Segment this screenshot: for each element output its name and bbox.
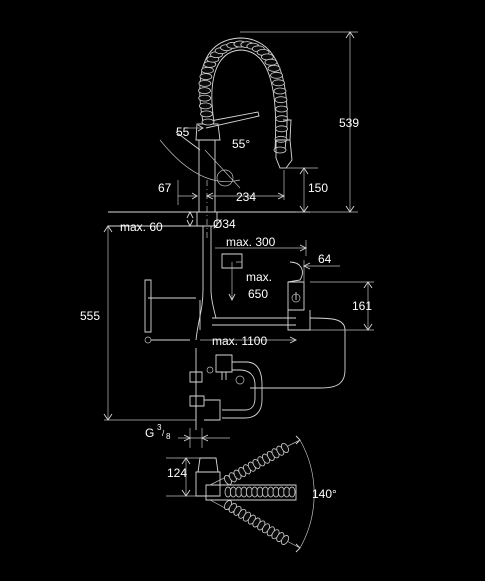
spring-coil-ring <box>275 105 289 113</box>
max-1100-label: max. 1100 <box>212 334 267 348</box>
dimension-64-label: 64 <box>318 252 332 266</box>
dimension-161 <box>310 281 374 331</box>
dimension-67-label: 67 <box>158 181 172 195</box>
deck-line <box>108 180 310 240</box>
thread-denominator: 8 <box>166 432 171 441</box>
spring-coil-ring <box>200 110 213 118</box>
spring-coil-ring <box>264 58 278 66</box>
angle-55-right-label: 55° <box>232 137 250 151</box>
thread-fraction-slash: / <box>162 429 165 438</box>
spring-coil <box>198 40 289 154</box>
dimension-539 <box>240 31 358 213</box>
spring-coil-ring <box>198 87 211 94</box>
valves <box>189 348 263 430</box>
dimension-539-label: 539 <box>339 116 359 130</box>
dimension-64 <box>302 260 340 284</box>
dimension-234 <box>205 170 286 200</box>
dimension-150-label: 150 <box>308 181 328 195</box>
dimension-555 <box>103 225 196 421</box>
spring-coil-ring <box>201 118 215 126</box>
thread-dimension <box>178 428 230 448</box>
thread-numerator: 3 <box>157 423 162 432</box>
deck-max-60-label: max. 60 <box>120 220 163 234</box>
top-view-coil-ring <box>280 535 290 545</box>
max-650-label-line1: max. <box>246 270 272 284</box>
top-view-coils <box>223 442 296 545</box>
max-650-label-line2: 650 <box>248 287 268 301</box>
spring-coil-ring <box>272 79 285 87</box>
spring-coil-ring <box>267 65 281 72</box>
spring-coil-ring <box>273 87 287 95</box>
angle-arrows <box>188 124 204 132</box>
hose-weight <box>250 261 346 389</box>
supply-hoses <box>195 226 296 341</box>
spring-coil-ring <box>275 115 289 123</box>
spring-coil-ring <box>275 125 289 133</box>
spring-coil-ring <box>274 135 288 143</box>
spring-coil-ring <box>270 71 283 79</box>
spring-coil-ring <box>198 102 212 110</box>
spring-coil-ring <box>198 94 212 102</box>
dimension-150 <box>280 167 318 213</box>
pullout-zone <box>215 240 308 302</box>
rotation-angle-label: 140° <box>312 487 337 501</box>
angle-55-left-label: 55 <box>176 125 190 139</box>
spring-coil-ring <box>201 66 214 74</box>
max-300-label: max. 300 <box>226 235 276 249</box>
swivel-arc <box>159 139 241 189</box>
dimension-1100 <box>200 336 298 344</box>
spring-coil-ring <box>274 96 288 104</box>
dimension-234-label: 234 <box>236 190 256 204</box>
dimension-60-arrows <box>186 210 194 228</box>
top-view-coil-ring <box>288 486 296 498</box>
top-view-coil-ring <box>281 442 289 454</box>
dimension-67 <box>177 180 198 205</box>
spring-coil-ring <box>198 80 212 87</box>
hole-diameter-label: Ø34 <box>213 217 236 231</box>
spring-coil-ring <box>273 146 287 154</box>
dimension-161-label: 161 <box>352 299 372 313</box>
dimension-124-label: 124 <box>167 466 187 480</box>
dimension-555-label: 555 <box>80 309 100 323</box>
spring-coil-ring <box>199 73 213 80</box>
mounting-bracket <box>144 279 196 344</box>
thread-g-label: G <box>145 426 154 440</box>
